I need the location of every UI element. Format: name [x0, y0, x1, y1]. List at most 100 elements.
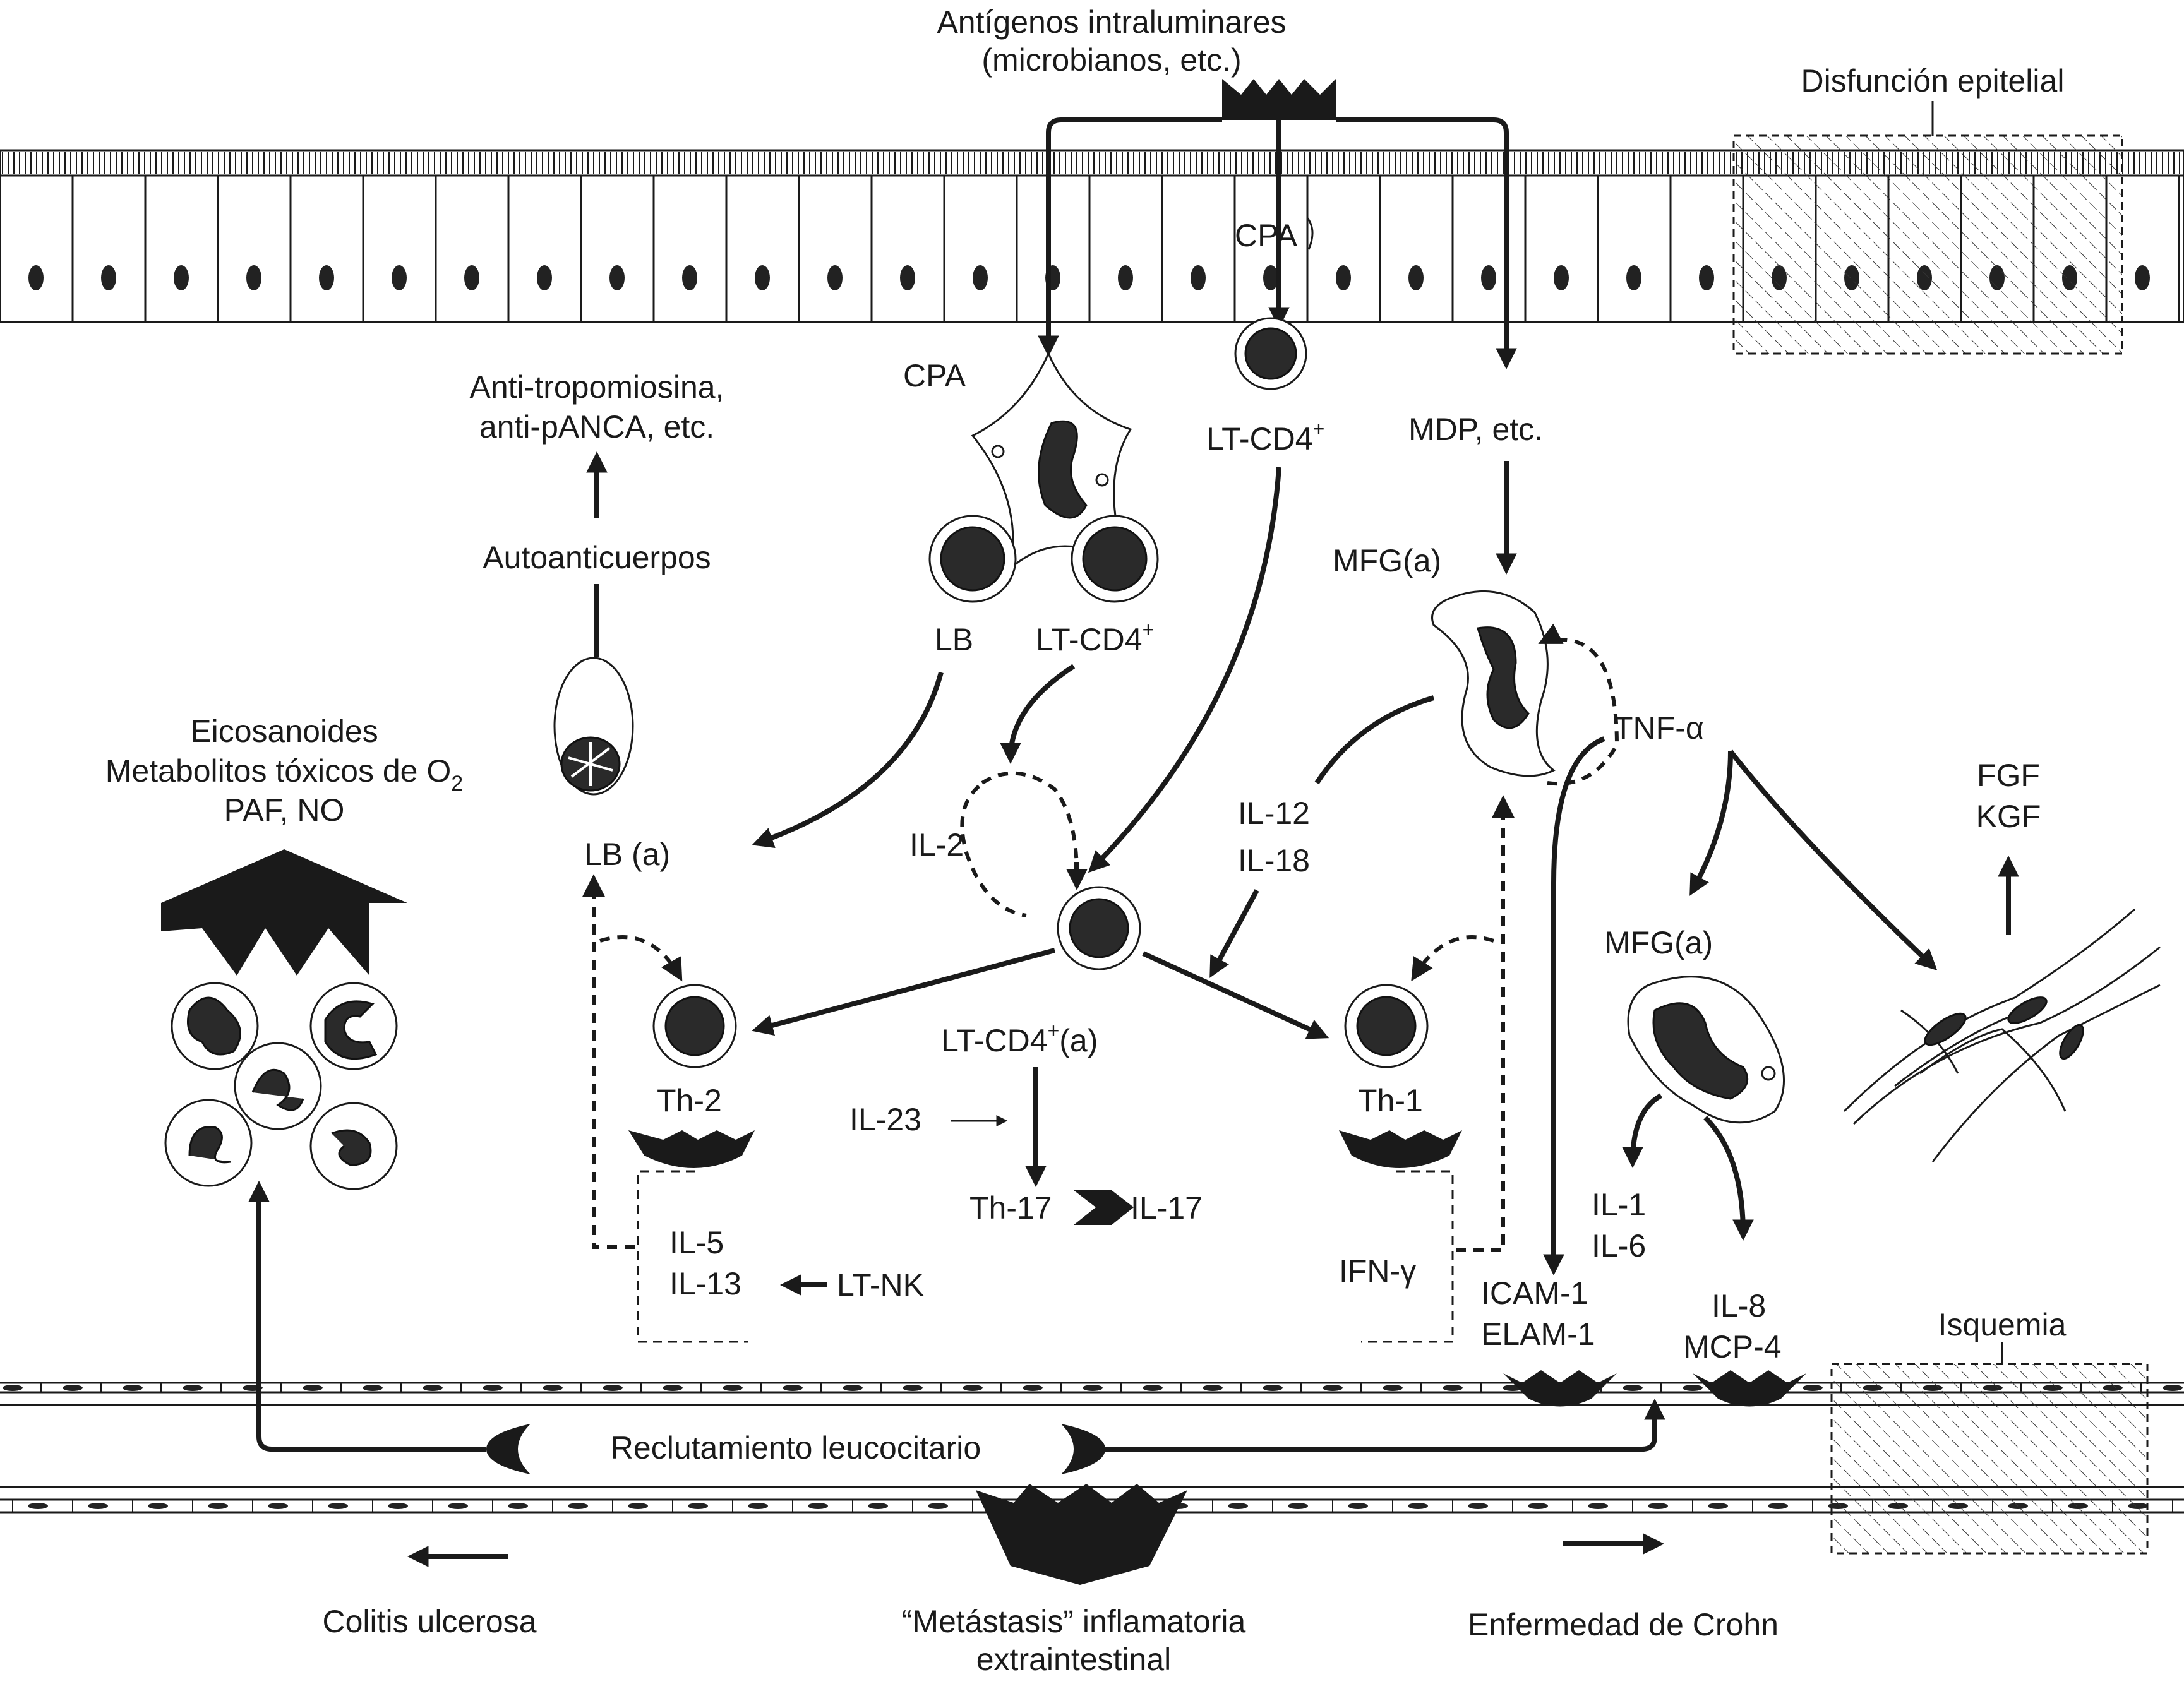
- il12-line: [1314, 695, 1435, 785]
- th2-cell: [652, 984, 737, 1068]
- kgf-label: KGF: [1976, 799, 2041, 834]
- epithelial-nucleus: [1263, 265, 1278, 290]
- isquemia-label: Isquemia: [1938, 1307, 2067, 1342]
- metastasis-shape-tip: [1011, 1566, 1149, 1585]
- recruitment-arrow-left: [248, 1180, 486, 1452]
- eicos-release-shape: [161, 849, 407, 976]
- anti-label-1: Anti-tropomiosina,: [470, 369, 724, 405]
- lt-cd4-top-label: LT-CD4+: [1206, 417, 1324, 457]
- mfg-to-il8-arrow: [1703, 1116, 1754, 1241]
- il12-arrow-to-th1: [1209, 889, 1259, 978]
- antigen-arrow-left: [1038, 117, 1222, 357]
- epithelial-nucleus: [827, 265, 843, 290]
- il2-autocrine-loop: [960, 771, 1079, 917]
- reclutamiento-label: Reclutamiento leucocitario: [611, 1430, 981, 1466]
- epithelial-nucleus: [1481, 265, 1496, 290]
- lt-cd4-top-arrow: [1088, 467, 1281, 873]
- epithelial-nucleus: [1191, 265, 1206, 290]
- th1-cell: [1344, 984, 1429, 1068]
- mfg-a-bottom-label: MFG(a): [1604, 925, 1713, 960]
- epithelial-nucleus: [609, 265, 625, 290]
- epithelial-nucleus: [319, 265, 334, 290]
- mfg-a-top-cell: [1431, 590, 1556, 777]
- antigens: Antígenos intraluminares (microbianos, e…: [937, 4, 1336, 120]
- fgf-label: FGF: [1977, 758, 2040, 793]
- antigen-arrow-right: [1336, 117, 1517, 370]
- lt-cd4-mid-label: LT-CD4+: [1036, 618, 1154, 657]
- il23-label: IL-23: [849, 1102, 921, 1137]
- epithelial-nucleus: [1336, 265, 1351, 290]
- metastasis-label-1: “Metástasis” inflamatoria: [902, 1604, 1246, 1639]
- mfg-a-top-label: MFG(a): [1333, 543, 1441, 578]
- il1-label: IL-1: [1592, 1187, 1646, 1222]
- icam-adhesion-shape: [1503, 1370, 1617, 1407]
- lt-cd4-mid-arrow: [1000, 664, 1076, 765]
- il8-adhesion-shape: [1693, 1370, 1806, 1407]
- tnf-to-mfg-arrow: [1689, 751, 1733, 896]
- epithelial-dysfunction-label: Disfunción epitelial: [1801, 63, 2065, 99]
- il6-label: IL-6: [1592, 1228, 1646, 1263]
- lt-cd4-activated-label: LT-CD4+(a): [941, 1019, 1098, 1058]
- epithelial-nucleus: [900, 265, 915, 290]
- epithelial-dysfunction-box: Disfunción epitelial: [1732, 63, 2123, 355]
- epithelial-nucleus: [1699, 265, 1714, 290]
- epithelial-nucleus: [392, 265, 407, 290]
- tnf-to-icam-arrow: [1543, 736, 1605, 1276]
- lt-cd4-top-cell: [1234, 317, 1307, 390]
- tnf-autocrine-loop: [1538, 623, 1619, 786]
- recruitment-arrow-right: [1105, 1398, 1665, 1452]
- il2-label: IL-2: [909, 827, 964, 863]
- microvilli: [2, 152, 2180, 174]
- th2-feedback-dashed: [582, 874, 635, 1249]
- epithelial-nucleus: [174, 265, 189, 290]
- mdp-label: MDP, etc.: [1408, 412, 1543, 447]
- autoanticuerpos-label: Autoanticuerpos: [483, 540, 711, 575]
- il18-label: IL-18: [1238, 843, 1310, 878]
- epithelial-nucleus: [1118, 265, 1133, 290]
- lt-nk-label: LT-NK: [837, 1267, 924, 1303]
- ifn-feedback-dashed: [1456, 795, 1515, 1252]
- epithelium-layer: [0, 149, 2184, 323]
- th17-label: Th-17: [969, 1190, 1052, 1226]
- th2-secretion: [628, 1130, 755, 1168]
- to-th1-arrow: [1142, 951, 1329, 1039]
- epithelial-nucleus: [464, 265, 479, 290]
- th1-bracket: [1361, 1170, 1454, 1343]
- tnf-alpha-label: TNF-α: [1614, 710, 1704, 746]
- epithelial-nucleus: [537, 265, 552, 290]
- eicos-label-2: Metabolitos tóxicos de O2: [105, 753, 463, 796]
- antigens-label-2: (microbianos, etc.): [981, 42, 1241, 78]
- th1-label: Th-1: [1358, 1083, 1423, 1118]
- epithelial-nucleus: [973, 265, 988, 290]
- th1-autocrine: [1411, 935, 1494, 982]
- to-th2-arrow: [752, 948, 1056, 1036]
- mfg-to-il1-arrow: [1622, 1093, 1663, 1169]
- lt-cd4-activated-cell: [1057, 886, 1141, 970]
- epithelial-nucleus: [2135, 265, 2150, 290]
- epithelial-nucleus: [682, 265, 697, 290]
- colitis-label: Colitis ulcerosa: [322, 1604, 536, 1639]
- th2-autocrine: [599, 935, 683, 982]
- il5-label: IL-5: [669, 1225, 724, 1260]
- epithelial-nucleus: [28, 265, 44, 290]
- mcp4-label: MCP-4: [1683, 1329, 1782, 1365]
- epithelial-nucleus: [1408, 265, 1424, 290]
- metastasis-shape: [976, 1484, 1187, 1566]
- cpa-epithelium-label: CPA: [1235, 218, 1298, 253]
- epithelial-nucleus: [1626, 265, 1641, 290]
- ischemia-box: Isquemia: [1830, 1307, 2149, 1555]
- recruitment-left-c: [486, 1424, 531, 1474]
- leukocyte-cluster: [164, 982, 398, 1190]
- th1-secretion: [1339, 1130, 1462, 1168]
- icam1-label: ICAM-1: [1481, 1275, 1588, 1311]
- recruitment-right-c: [1061, 1424, 1105, 1474]
- ifn-gamma-label: IFN-γ: [1339, 1253, 1416, 1289]
- crohn-label: Enfermedad de Crohn: [1468, 1607, 1779, 1642]
- il8-label: IL-8: [1712, 1288, 1766, 1323]
- mfg-a-bottom-cell: [1627, 976, 1785, 1124]
- th17-chevron: [1074, 1190, 1134, 1225]
- eicos-label-1: Eicosanoides: [190, 714, 378, 749]
- cpa-dendritic-cell: [971, 351, 1132, 571]
- antigen-shape: [1222, 79, 1336, 120]
